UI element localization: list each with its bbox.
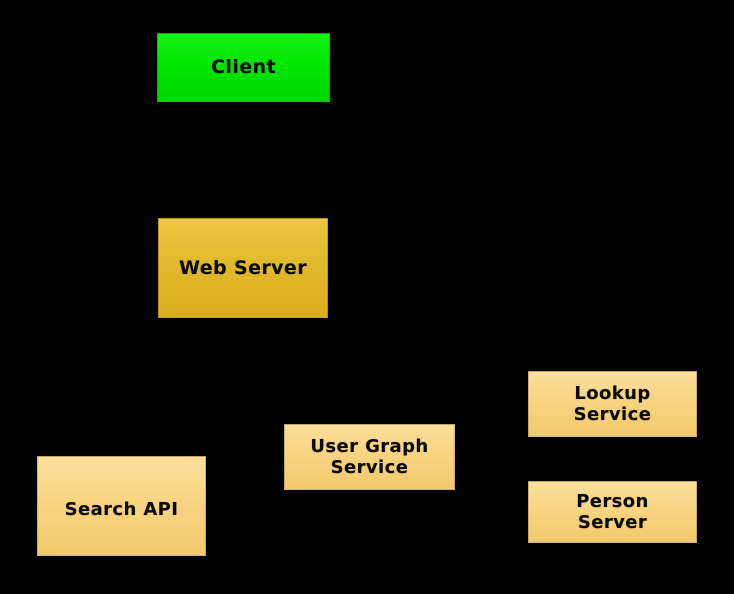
diagram-node-user-graph-service[interactable]: User Graph Service	[284, 424, 455, 490]
node-label-web-server: Web Server	[179, 256, 307, 279]
node-label-search-api: Search API	[64, 499, 179, 520]
diagram-node-search-api[interactable]: Search API	[37, 456, 206, 556]
node-label-user-graph-service: User Graph Service	[310, 435, 429, 478]
diagram-node-web-server[interactable]: Web Server	[158, 218, 328, 318]
node-label-lookup-service: Lookup Service	[573, 382, 652, 425]
node-label-client: Client	[211, 56, 276, 79]
diagram-node-person-server[interactable]: Person Server	[528, 481, 697, 543]
node-label-person-server: Person Server	[576, 490, 649, 533]
diagram-node-lookup-service[interactable]: Lookup Service	[528, 371, 697, 437]
diagram-node-client[interactable]: Client	[157, 33, 330, 102]
